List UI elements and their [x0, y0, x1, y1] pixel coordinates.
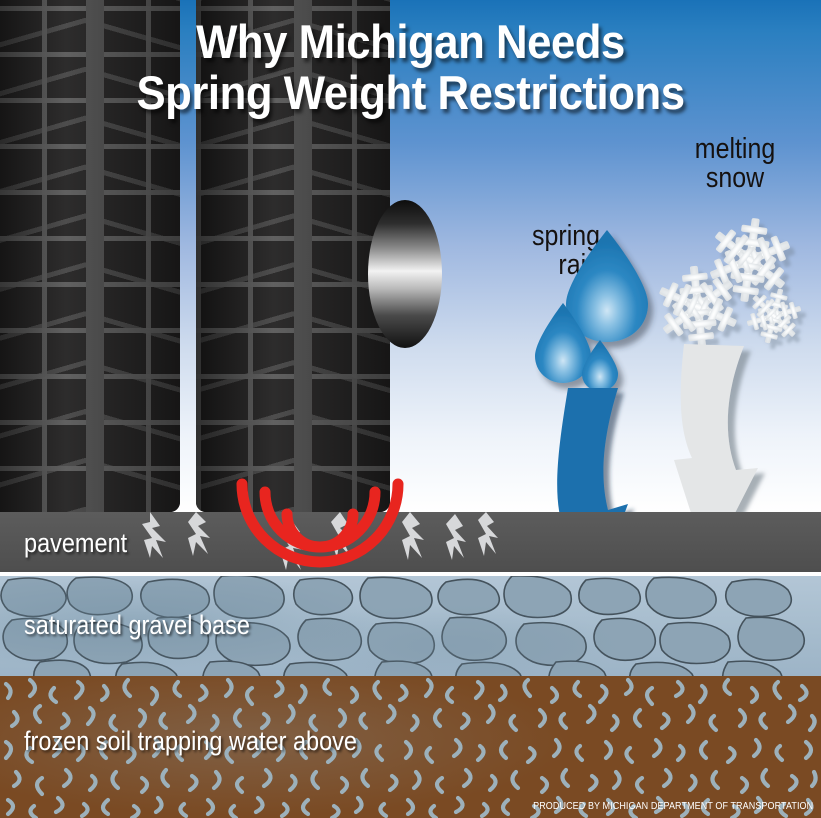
impact-shockwave-arcs — [236, 478, 404, 568]
water-droplet-medium — [535, 303, 591, 383]
tire-center-rib — [294, 0, 312, 512]
melting-snow-label: melting snow — [694, 133, 776, 194]
tire-left — [0, 0, 180, 512]
page-title: Why Michigan Needs Spring Weight Restric… — [136, 15, 685, 119]
impact-arc-middle — [259, 486, 381, 553]
snowmelt-infiltration-arrow — [674, 344, 758, 566]
pavement-label: pavement — [24, 528, 128, 558]
frozen-soil-label: frozen soil trapping water above — [24, 726, 357, 756]
pavement-layer — [0, 512, 821, 572]
gravel-saturation-shading — [0, 576, 821, 676]
tire-center-rib — [86, 0, 104, 512]
impact-arc-outer — [236, 478, 404, 568]
tire-shading — [196, 0, 390, 512]
truck-tires-group — [0, 0, 442, 512]
gravel-stone-texture — [0, 576, 806, 676]
frozen-soil-layer — [0, 676, 821, 818]
axle-hub-right — [368, 200, 442, 348]
rain-droplets-group — [535, 230, 648, 391]
producer-credit: PRODUCED BY MICHIGAN DEPARTMENT OF TRANS… — [532, 801, 813, 812]
water-droplet-small — [582, 340, 618, 391]
tire-tread-chevron-left — [196, 0, 293, 512]
frozen-soil-texture — [3, 677, 818, 818]
snowflake-icon-left — [656, 262, 740, 352]
saturated-gravel-base-layer — [0, 576, 821, 676]
water-droplet-large — [566, 230, 648, 342]
pavement-gravel-gap — [0, 572, 821, 576]
tire-shading — [0, 0, 180, 512]
impact-arc-inner — [281, 508, 359, 553]
gravel-base-label: saturated gravel base — [24, 610, 250, 640]
tire-tread-chevron-left — [0, 0, 85, 512]
frozen-soil-shading — [0, 676, 821, 818]
